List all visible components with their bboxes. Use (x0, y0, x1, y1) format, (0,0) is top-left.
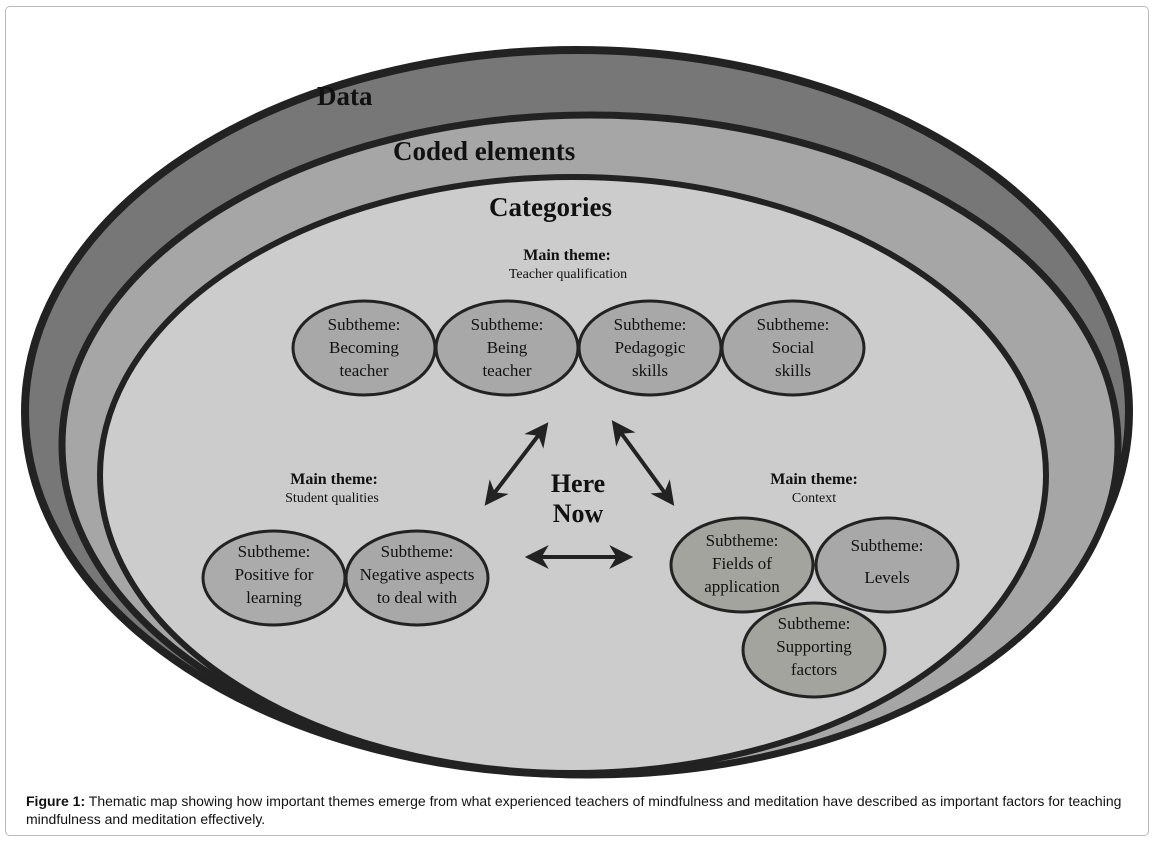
main-theme-heading: Main theme: (290, 471, 378, 488)
subtheme-text: Levels (864, 568, 909, 587)
figure-caption-text: Thematic map showing how important theme… (26, 793, 1122, 827)
subtheme-text: skills (632, 361, 668, 380)
subtheme-text: factors (791, 660, 837, 679)
here-label: Here (551, 469, 605, 498)
double-arrow-icon-left (484, 422, 549, 506)
main-theme-context: Main theme: Context Subtheme: Fields of … (669, 471, 960, 699)
subtheme-positive-for-learning: Subtheme: Positive for learning (201, 529, 347, 627)
subtheme-pedagogic-skills: Subtheme: Pedagogic skills (577, 299, 723, 397)
subtheme-social-skills: Subtheme: Social skills (720, 299, 866, 397)
subtheme-text: Negative aspects (360, 565, 475, 584)
data-layer-label: Data (317, 81, 373, 111)
subtheme-text: skills (775, 361, 811, 380)
main-theme-heading: Main theme: (770, 471, 858, 488)
subtheme-label: Subtheme: (471, 315, 544, 334)
subtheme-text: Supporting (776, 637, 852, 656)
subtheme-label: Subtheme: (778, 614, 851, 633)
subtheme-text: Being (487, 338, 528, 357)
subtheme-becoming-teacher: Subtheme: Becoming teacher (291, 299, 437, 397)
main-theme-name: Teacher qualification (509, 267, 627, 282)
double-arrow-icon-right (611, 420, 675, 506)
subtheme-text: Positive for (235, 565, 314, 584)
subtheme-text: application (704, 577, 780, 596)
subtheme-label: Subtheme: (381, 542, 454, 561)
subtheme-text: Pedagogic (615, 338, 686, 357)
subtheme-being-teacher: Subtheme: Being teacher (434, 299, 580, 397)
figure-caption: Figure 1: Thematic map showing how impor… (26, 792, 1136, 828)
subtheme-label: Subtheme: (757, 315, 830, 334)
subtheme-label: Subtheme: (328, 315, 401, 334)
main-theme-teacher-qualification: Main theme: Teacher qualification Subthe… (291, 247, 866, 397)
subtheme-fields-of-application: Subtheme: Fields of application (669, 516, 815, 614)
subtheme-supporting-factors: Subtheme: Supporting factors (741, 601, 887, 699)
subtheme-negative-aspects: Subtheme: Negative aspects to deal with (344, 529, 490, 627)
main-theme-name: Context (792, 491, 836, 506)
subtheme-text: learning (246, 588, 302, 607)
figure-caption-prefix: Figure 1: (26, 793, 86, 809)
subtheme-text: Fields of (712, 554, 772, 573)
subtheme-label: Subtheme: (851, 536, 924, 555)
main-theme-heading: Main theme: (523, 247, 611, 264)
subtheme-label: Subtheme: (614, 315, 687, 334)
subtheme-text: teacher (482, 361, 531, 380)
subtheme-levels: Subtheme: Levels (814, 516, 960, 614)
subtheme-text: Social (772, 338, 815, 357)
coded-elements-layer-label: Coded elements (393, 136, 575, 166)
subtheme-label: Subtheme: (706, 531, 779, 550)
main-theme-name: Student qualities (285, 491, 379, 506)
categories-layer-label: Categories (489, 192, 612, 222)
now-label: Now (553, 499, 604, 528)
subtheme-text: teacher (339, 361, 388, 380)
subtheme-text: Becoming (329, 338, 399, 357)
subtheme-label: Subtheme: (238, 542, 311, 561)
main-theme-student-qualities: Main theme: Student qualities Subtheme: … (201, 471, 490, 627)
subtheme-text: to deal with (377, 588, 458, 607)
